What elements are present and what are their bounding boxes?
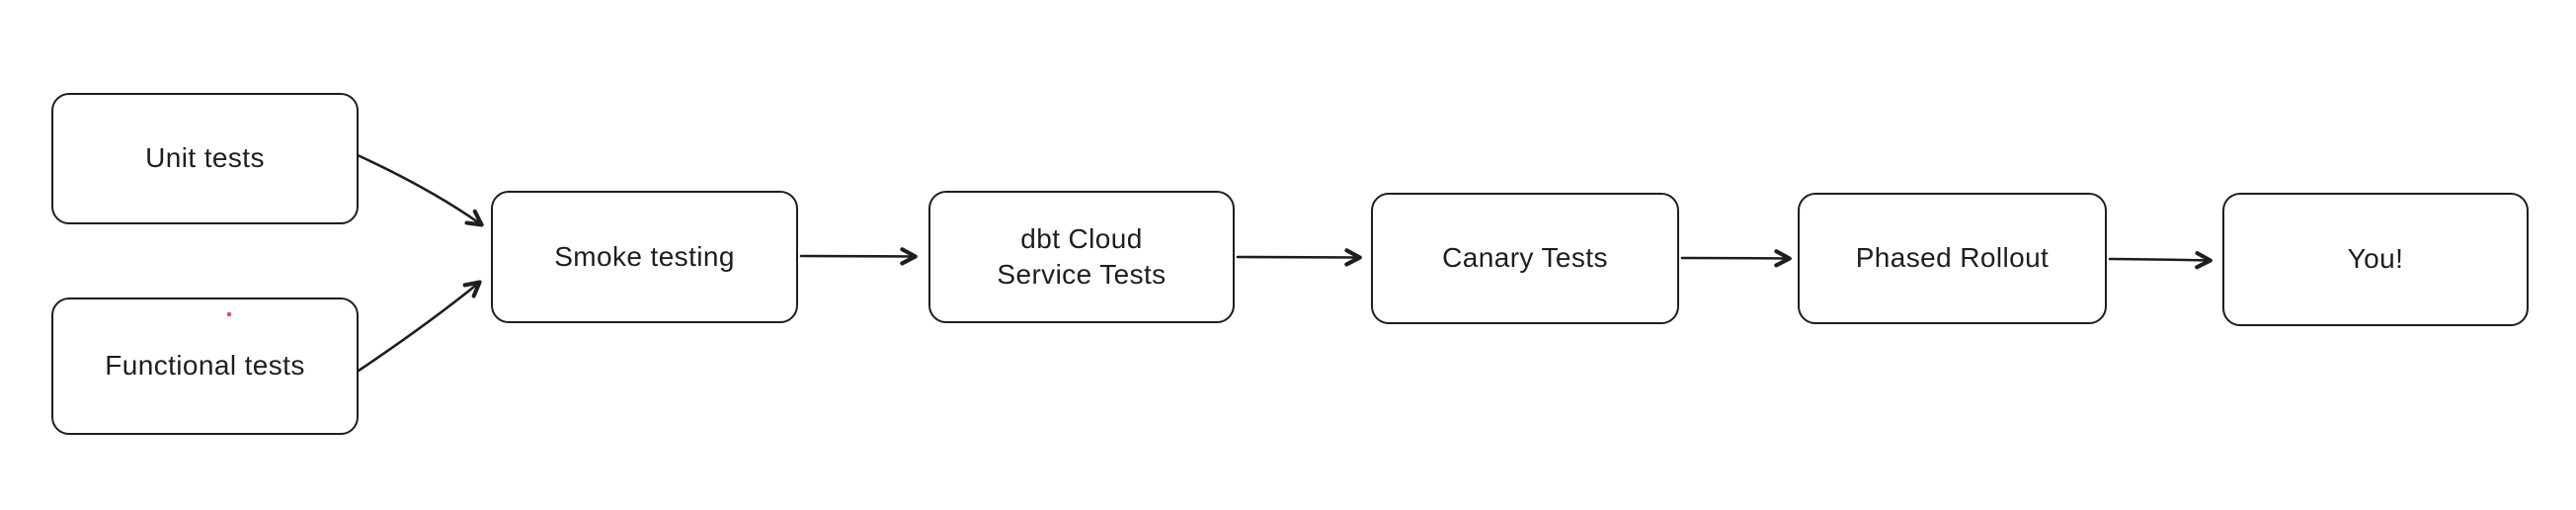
node-functional-tests-label: Functional tests [105,350,305,382]
edge-dbt-cloud-to-canary-tests-arrow [1236,248,1362,267]
node-you-label: You! [2347,243,2404,275]
node-unit-tests-label: Unit tests [145,142,265,174]
red-speck-artifact [227,312,231,316]
node-canary-tests: Canary Tests [1371,193,1679,324]
node-smoke-testing-label: Smoke testing [554,240,735,272]
node-dbt-cloud-service-tests-label: dbt Cloud Service Tests [997,222,1167,290]
node-unit-tests: Unit tests [51,93,359,224]
node-phased-rollout-label: Phased Rollout [1855,242,2050,274]
node-dbt-cloud-service-tests: dbt Cloud Service Tests [928,191,1235,323]
edge-functional-tests-to-smoke-testing-arrow [354,280,482,375]
node-smoke-testing: Smoke testing [491,191,798,323]
node-canary-tests-label: Canary Tests [1442,242,1608,274]
edge-canary-tests-to-phased-rollout-arrow [1680,249,1792,268]
edge-smoke-testing-to-dbt-cloud-arrow [799,247,918,266]
edge-phased-rollout-to-you-arrow [2108,251,2213,270]
node-phased-rollout: Phased Rollout [1798,193,2107,324]
edge-unit-tests-to-smoke-testing-arrow [356,153,484,227]
node-functional-tests: Functional tests [51,298,359,435]
node-you: You! [2222,193,2529,326]
